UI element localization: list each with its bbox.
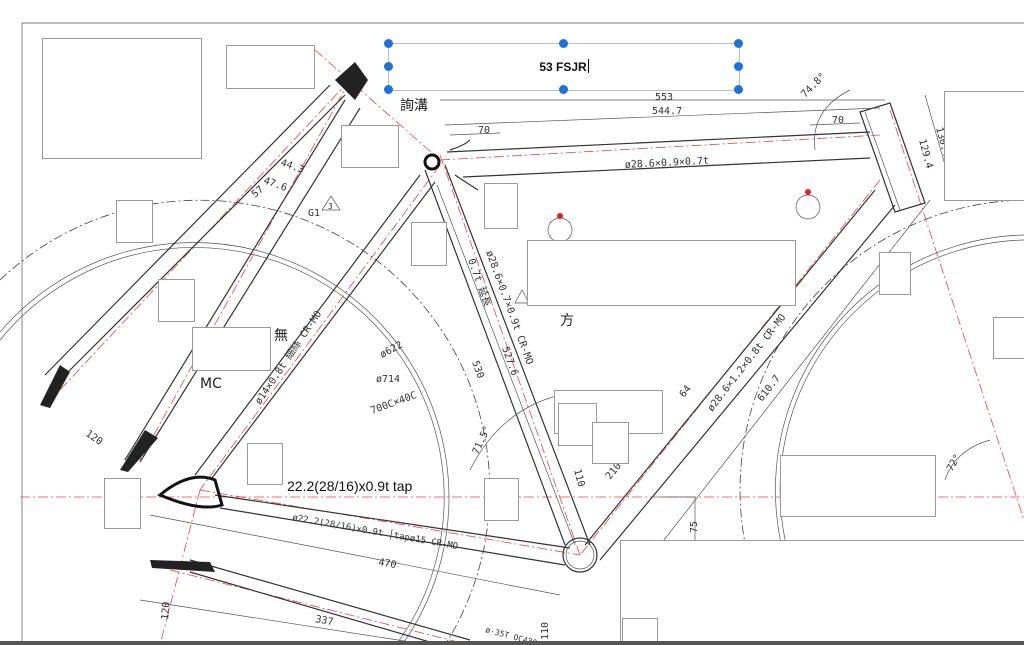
tire-size: 700C×40C xyxy=(369,390,418,417)
dim-70-left: 70 xyxy=(478,125,490,136)
overlay-box[interactable] xyxy=(879,252,911,295)
dim-120-stay: 120 xyxy=(160,601,173,620)
resize-handle-ne[interactable] xyxy=(734,39,743,48)
dim-57: 57 xyxy=(250,184,266,200)
dim-129-4: 129.4 xyxy=(916,138,934,170)
resize-handle-e[interactable] xyxy=(734,62,743,71)
bottom-bracket xyxy=(562,537,598,573)
seat-tube xyxy=(424,164,591,546)
fork-blades xyxy=(40,62,368,472)
dim-530: 530 xyxy=(469,359,486,380)
dimension-lines xyxy=(139,89,991,645)
resize-handle-nw[interactable] xyxy=(384,39,393,48)
overlay-box[interactable] xyxy=(527,240,796,306)
cjk-label: 詢溝 xyxy=(400,98,428,114)
page-border xyxy=(21,22,1024,645)
dim-527-6: 527.6 xyxy=(499,345,520,377)
tire-diameter: ø714 xyxy=(376,374,400,385)
rev-3: 3 xyxy=(328,202,333,211)
overlay-box[interactable] xyxy=(944,91,1024,201)
selected-textbox[interactable]: 53 FSJR xyxy=(384,39,743,94)
resize-handle-w[interactable] xyxy=(384,62,393,71)
overlay-box[interactable] xyxy=(158,279,195,322)
chain-stays xyxy=(189,494,571,645)
overlay-box[interactable] xyxy=(341,125,399,168)
fork-crown xyxy=(335,62,368,100)
dim-470: 470 xyxy=(377,557,397,571)
dim-64: 64 xyxy=(678,384,694,400)
dim-120-fork: 120 xyxy=(83,428,104,447)
dim-47-6: 47.6 xyxy=(262,175,288,194)
dim-75: 75 xyxy=(689,521,700,533)
resize-handle-se[interactable] xyxy=(734,85,743,94)
overlay-box[interactable] xyxy=(993,317,1024,359)
rim-diameter: ø622 xyxy=(378,340,404,361)
overlay-box[interactable] xyxy=(484,183,518,229)
seat-stays xyxy=(194,174,436,479)
dropouts xyxy=(150,475,224,572)
seat-cluster xyxy=(423,139,479,191)
rear-wheel-arcs xyxy=(0,199,491,645)
textbox-text[interactable]: 53 FSJR xyxy=(539,60,587,74)
dim-553: 553 xyxy=(655,92,673,103)
triangle-icon xyxy=(321,195,341,211)
dim-70-right: 70 xyxy=(832,115,844,126)
chain-stay-spec: ø22.2(28/16)×0.9t │tapø15 CR-MO xyxy=(291,511,459,552)
overlay-box[interactable] xyxy=(116,200,153,243)
dim-210: 210 xyxy=(604,461,624,482)
cjk-fang: 方 xyxy=(560,313,574,329)
overlay-box[interactable] xyxy=(42,38,202,159)
tap-annotation[interactable]: 22.2(28/16)x0.9t tap xyxy=(287,478,413,494)
overlay-box[interactable] xyxy=(622,618,658,645)
dim-44-3: 44.3 xyxy=(279,157,305,176)
textbox-content[interactable]: 53 FSJR xyxy=(389,59,739,74)
text-caret xyxy=(587,59,589,73)
resize-handle-n[interactable] xyxy=(559,39,568,48)
overlay-box[interactable] xyxy=(558,403,597,446)
top-tube-spec: ø28.6×0.9×0.7t xyxy=(625,156,710,171)
g1-label: G1 xyxy=(308,208,320,219)
dim-610-7: 610.7 xyxy=(756,373,783,403)
overlay-box[interactable] xyxy=(484,478,519,521)
resize-handle-sw[interactable] xyxy=(384,85,393,94)
dim-110-bottom: 110 xyxy=(540,622,551,640)
overlay-box[interactable] xyxy=(192,327,271,371)
dim-337: 337 xyxy=(314,614,334,628)
overlay-box[interactable] xyxy=(620,540,1024,645)
overlay-box[interactable] xyxy=(592,422,629,464)
top-tube xyxy=(446,131,871,178)
angle-74-8: 74.8° xyxy=(799,71,828,100)
overlay-box[interactable] xyxy=(247,443,283,485)
resize-handle-s[interactable] xyxy=(559,85,568,94)
brake-bosses xyxy=(547,189,821,243)
overlay-box[interactable] xyxy=(780,455,936,517)
overlay-box[interactable] xyxy=(226,45,315,89)
overlay-box[interactable] xyxy=(411,222,447,266)
angle-71-5: 71.5° xyxy=(471,424,494,456)
bottom-edge-bar xyxy=(0,641,1024,645)
head-tube xyxy=(859,102,926,213)
dim-544-7: 544.7 xyxy=(652,106,682,117)
down-tube-spec: ø28.6×1.2×0.8t CR-MO xyxy=(706,312,789,414)
overlay-box[interactable] xyxy=(104,478,141,529)
dim-110: 110 xyxy=(571,468,586,488)
warning-triangle-icon xyxy=(514,289,530,304)
